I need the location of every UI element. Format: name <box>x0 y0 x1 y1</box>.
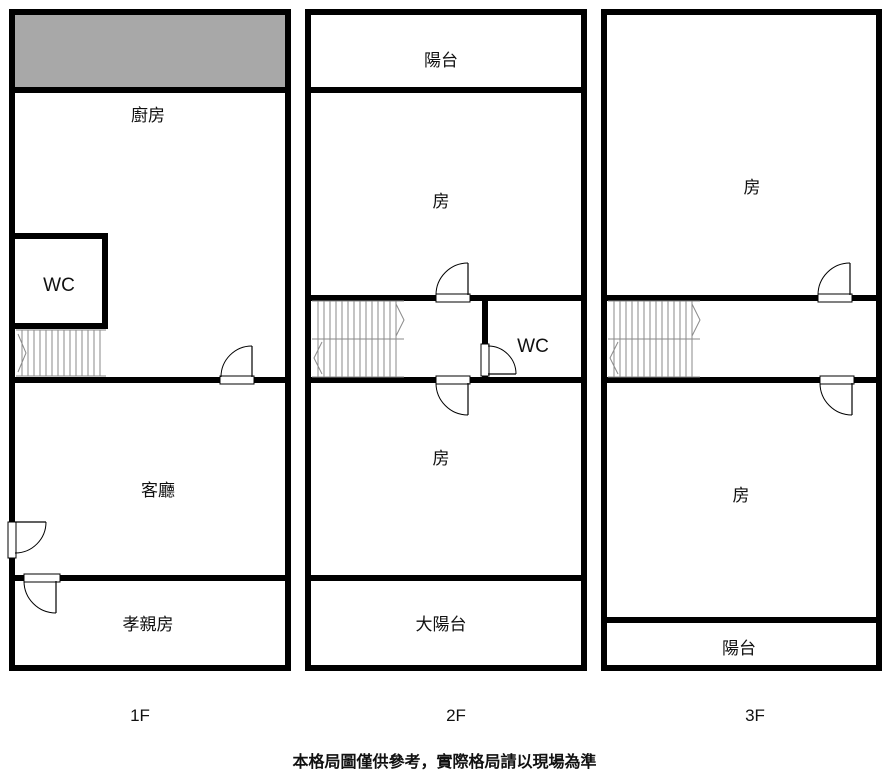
room-label-room-lower-2f: 房 <box>433 449 450 469</box>
room-label-elder: 孝親房 <box>123 615 174 635</box>
room-label-balcony-3f: 陽台 <box>722 639 756 659</box>
room-label-wc-2f: WC <box>517 336 549 357</box>
roof-area-1f <box>13 12 287 89</box>
disclaimer-note: 本格局圖僅供參考，實際格局請以現場為準 <box>292 752 597 771</box>
room-label-wc-1f: WC <box>43 275 75 296</box>
room-label-room-upper-3f: 房 <box>744 178 761 198</box>
door-3f-upper-room <box>817 262 853 303</box>
room-label-room-upper-2f: 房 <box>433 192 450 212</box>
door-3f-lower-room <box>819 375 855 416</box>
stairs-2f <box>312 300 405 378</box>
room-label-big-balcony-2f: 大陽台 <box>416 615 467 635</box>
door-2f-wc <box>480 343 517 377</box>
stairs-1f <box>16 329 106 377</box>
floor-label-3f: 3F <box>745 706 765 725</box>
door-2f-upper-room <box>435 262 471 303</box>
floor-3f: 房 房 陽台 3F <box>601 9 882 725</box>
outer-wall-2f <box>305 9 587 671</box>
outer-wall-3f <box>601 9 882 671</box>
floor-1f: 廚房 WC 客廳 孝親房 1F <box>7 9 291 725</box>
door-1f-kitchen <box>219 345 255 385</box>
floor-2f: 陽台 房 WC 房 大陽台 2F <box>305 9 587 725</box>
floor-label-2f: 2F <box>446 706 466 725</box>
room-label-balcony-2f: 陽台 <box>424 51 458 71</box>
floor-label-1f: 1F <box>130 706 150 725</box>
room-label-room-lower-3f: 房 <box>733 486 750 506</box>
room-label-living: 客廳 <box>141 481 175 501</box>
room-label-kitchen: 廚房 <box>131 105 165 126</box>
outer-wall-1f <box>9 9 291 671</box>
stairs-3f <box>608 300 701 378</box>
wc-box-1f <box>9 233 108 329</box>
door-1f-entrance <box>7 521 47 559</box>
door-1f-elder <box>23 573 61 614</box>
door-2f-lower-room <box>435 375 471 416</box>
